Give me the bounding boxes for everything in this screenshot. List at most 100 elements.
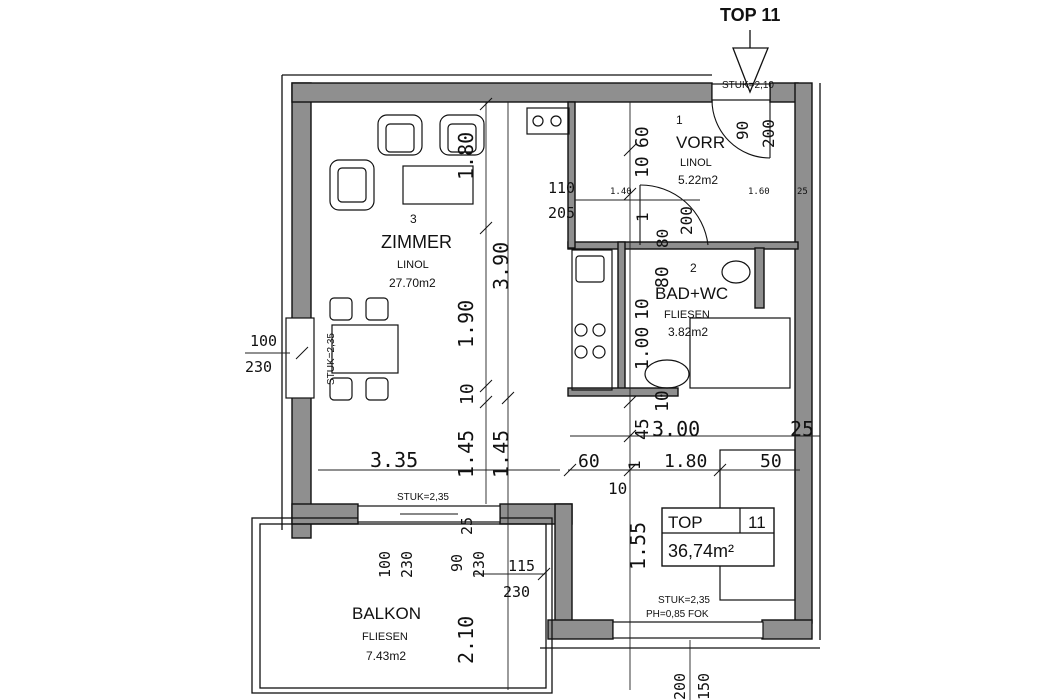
armchair-1-seat [385,123,415,153]
dimension-tick [623,463,637,477]
kitchen-counter [571,249,613,391]
room-floor-zimmer: LINOL [397,259,429,271]
dim-200-bottom: 200 [671,673,689,700]
wall-top [291,82,713,103]
dim-150-bottom: 150 [695,673,713,700]
wall-top-right [769,82,799,103]
wall-shaft [754,247,765,309]
summary-box: TOP 11 36,74m² [661,507,775,567]
dim-140: 1.40 [610,187,632,197]
hob-top-2 [550,115,562,127]
dim-10-zimmer: 10 [457,383,478,405]
entry-door-swing [711,99,771,159]
room-area-balkon: 7.43m2 [366,649,406,663]
armchair-3-seat [337,167,367,203]
dimension-tick [479,97,493,111]
dimension-tick [295,346,309,360]
dim-190: 1.90 [454,300,478,348]
kitchen-top-unit [526,107,570,135]
wall-right [794,82,813,624]
dim-50: 50 [760,451,782,472]
dim-160: 1.60 [748,187,770,197]
wall-bath-bottom [567,387,679,397]
room-number-zimmer: 3 [410,212,417,226]
dimension-tick [501,391,515,405]
dim-180-mid: 1.80 [664,451,707,472]
dim-205: 205 [548,204,575,222]
dim-230-bal: 230 [398,551,416,578]
window-bottom [612,621,764,639]
dim-60-top: 60 [632,126,653,148]
shower [689,317,791,389]
armchair-1 [377,114,423,156]
dim-200-bad: 200 [677,206,696,235]
dimension-ticks [295,97,727,581]
chair-1 [329,297,353,321]
coffee-table [402,165,474,205]
room-area-zimmer: 27.70m2 [389,276,436,290]
dim-10-vorr: 10 [632,156,653,178]
dimension-tick [563,463,577,477]
dim-100-bal: 100 [376,551,394,578]
stuk-entry: STUK=2,10 [722,80,774,91]
hob-top-1 [532,115,544,127]
sink [575,255,605,283]
dim-10-bad: 10 [632,298,653,320]
hob-3 [574,345,588,359]
dim-25-bal: 25 [458,517,476,535]
dim-335: 3.35 [370,448,418,472]
summary-unit-prefix: TOP [668,513,703,532]
dimension-tick [623,143,637,157]
balcony-inner [259,523,547,689]
dim-145-a: 1.45 [454,430,478,478]
wall-kitchen-divider [567,101,576,249]
dimension-tick [713,463,727,477]
window-left [285,317,315,399]
chair-2 [365,297,389,321]
toilet [721,260,751,284]
dimension-tick [623,429,637,443]
unit-label: TOP 11 [720,5,780,25]
armchair-2-seat [447,123,477,153]
dim-180-zimmer: 1.80 [454,132,478,180]
outer-lines [281,74,821,649]
wall-balcony-right [554,503,573,625]
room-number-vorr: 1 [676,113,683,127]
dimension-tick [479,221,493,235]
entry-opening [711,83,771,101]
dining-table [331,324,399,374]
summary-total-area: 36,74m² [668,541,734,561]
dim-200-door: 200 [759,119,778,148]
doors [400,99,771,515]
summary-frame [661,507,775,567]
stuk-balcony: STUK=2,35 [397,492,449,503]
wall-bottom-right [761,619,813,640]
dim-100-bad: 1.00 [632,327,653,370]
room-floor-vorr: LINOL [680,157,712,169]
armchair-3 [329,159,375,211]
dim-25-right: 25 [797,187,808,197]
entry-marker [732,30,769,94]
room-name-balkon: BALKON [352,604,421,623]
dim-110: 110 [548,179,575,197]
room-number-bad: 2 [690,261,697,275]
dim-230-left: 230 [245,358,272,376]
room-area-vorr: 5.22m2 [678,173,718,187]
armchair-2 [439,114,485,156]
chair-4 [365,377,389,401]
summary-unit-number: 11 [748,513,766,532]
bath-door-swing [639,184,709,246]
wall-bottom-left [547,619,614,640]
dimension-lines [245,102,820,700]
dim-155: 1.55 [626,522,650,570]
room-floor-bad: FLIESEN [664,309,710,321]
stuk-left: STUK=2,35 [326,333,337,385]
dim-80-vorr: 80 [653,229,672,248]
dim-10-bath2: 10 [652,390,673,412]
dim-90-bal: 90 [448,554,466,572]
dimension-tick [479,395,493,409]
dim-230-bal3: 230 [503,583,530,601]
dimension-tick [479,379,493,393]
dim-60-mid: 60 [578,451,600,472]
